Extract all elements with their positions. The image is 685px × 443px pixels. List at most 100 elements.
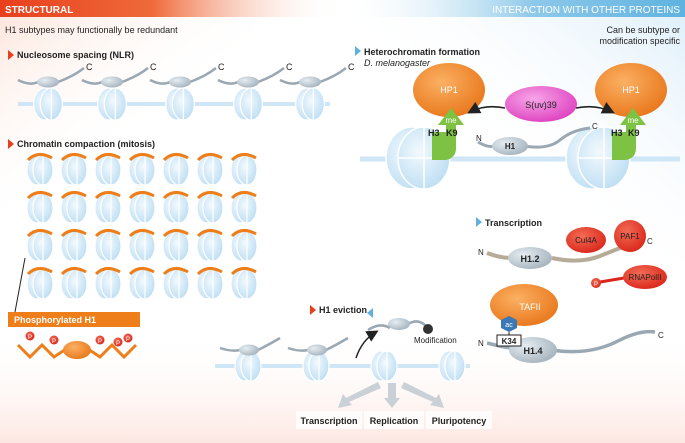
compacted-nucleosome [128,191,156,224]
section-arrow-icon [476,217,482,227]
svg-text:H1.4: H1.4 [523,346,542,356]
svg-text:H1: H1 [505,142,516,151]
svg-text:RNAPolII: RNAPolII [629,273,662,282]
compacted-nucleosome [94,153,122,186]
h1-globular-domain [492,137,528,155]
evicted-h1 [388,318,410,330]
hp1-left [413,63,485,117]
compacted-nucleosome [94,267,122,300]
modification-mark-icon [423,324,433,334]
phosphate-icon [25,331,35,341]
methylation-arrow-left [467,101,506,114]
svg-text:PAF1: PAF1 [620,232,640,241]
tafii-protein [490,284,558,326]
rnapolii-ctd [599,276,625,284]
paf1-protein [614,220,646,252]
compacted-nucleosome [26,153,54,186]
svg-text:HP1: HP1 [622,85,640,95]
eviction-arrow [355,330,379,359]
h1-linker-histone: C [279,62,355,88]
h1-n-terminus: N [476,134,482,143]
compacted-nucleosome [60,267,88,300]
svg-text:me: me [445,116,457,125]
k9-label-left: K9 [446,128,458,138]
down-arrow-icon [384,383,400,408]
c-terminus-label: C [218,62,225,72]
nucleosome [438,350,466,382]
phosphate-icon [123,333,133,343]
h3-label-left: H3 [428,128,440,138]
compacted-nucleosome [196,267,224,300]
structural-title: STRUCTURAL [5,5,73,16]
transcription-title: Transcription [485,218,542,228]
compacted-nucleosome [162,153,190,186]
acetyl-mark-icon [501,316,517,332]
h1-eviction-panel: H1 eviction Modification Transcription R… [215,305,492,429]
outcome-replication: Replication [370,416,419,426]
phospho-markers: P P P P P [25,331,133,347]
svg-text:ac: ac [505,322,513,329]
k9-label-right: K9 [628,128,640,138]
svg-text:Cul4A: Cul4A [575,236,597,245]
svg-text:me: me [627,116,639,125]
nucleosome [33,87,63,121]
section-arrow-icon [8,50,14,60]
h3-label-right: H3 [611,128,623,138]
phosphorylated-h1-label-box [8,312,140,327]
nucleosome [233,87,263,121]
specificity-note-line1: Can be subtype or [606,25,680,35]
callout-line [14,257,26,313]
svg-text:P: P [116,341,120,347]
compacted-nucleosome [230,191,258,224]
section-arrow-icon [367,308,373,318]
h1-eviction-title: H1 eviction [319,305,367,315]
nucleosome [302,350,330,382]
c-terminus-label: C [150,62,157,72]
nucleosome [165,87,195,121]
compacted-nucleosome [26,229,54,262]
compacted-nucleosome [26,267,54,300]
svg-text:S(uv)39: S(uv)39 [525,100,557,110]
eviction-outcomes: Transcription Replication Pluripotency [296,411,492,429]
compacted-nucleosome [162,267,190,300]
interaction-header-bar [345,0,685,17]
section-arrow-icon [8,139,14,149]
compacted-nucleosome [128,267,156,300]
phosphate-icon [591,278,601,288]
h1-2-globular-domain [508,247,552,269]
bound-h1 [287,336,349,356]
phosphate-icon [49,335,59,345]
heterochromatin-panel: Heterochromatin formation D. melanogaste… [355,46,680,190]
section-arrow-icon [310,305,316,315]
down-left-arrow-icon [338,382,381,408]
nucleosome [370,350,398,382]
compacted-nucleosome [60,153,88,186]
nucleosome [97,87,127,121]
svg-text:H1.2: H1.2 [520,254,539,264]
phosphorylated-h1-label: Phosphorylated H1 [14,315,96,325]
compacted-nucleosome [196,153,224,186]
compacted-nucleosome [230,229,258,262]
k34-label-box [496,334,522,347]
eviction-nucleosome-row [219,336,466,382]
nucleosome-spacing-title: Nucleosome spacing (NLR) [17,50,134,60]
compacted-nucleosome [196,191,224,224]
nucleosome [234,350,262,382]
compacted-nucleosome [26,191,54,224]
svg-text:HP1: HP1 [440,85,458,95]
h1-2-c-terminus: C [647,237,653,246]
h1-linker-histone: C [17,62,93,88]
compacted-nucleosome [230,267,258,300]
transcription-panel: Transcription H1.2 N C Cul4A PAF1 RNAPol… [476,217,667,363]
h1-linker-histone: C [81,62,157,88]
methyl-mark-left [438,108,464,125]
h1-2-n-terminus: N [478,248,484,257]
interaction-title: INTERACTION WITH OTHER PROTEINS [492,5,680,16]
compacted-nucleosome [230,153,258,186]
compacted-nucleosome [128,153,156,186]
svg-text:TAFII: TAFII [519,302,540,312]
cul4a-protein [566,227,606,253]
